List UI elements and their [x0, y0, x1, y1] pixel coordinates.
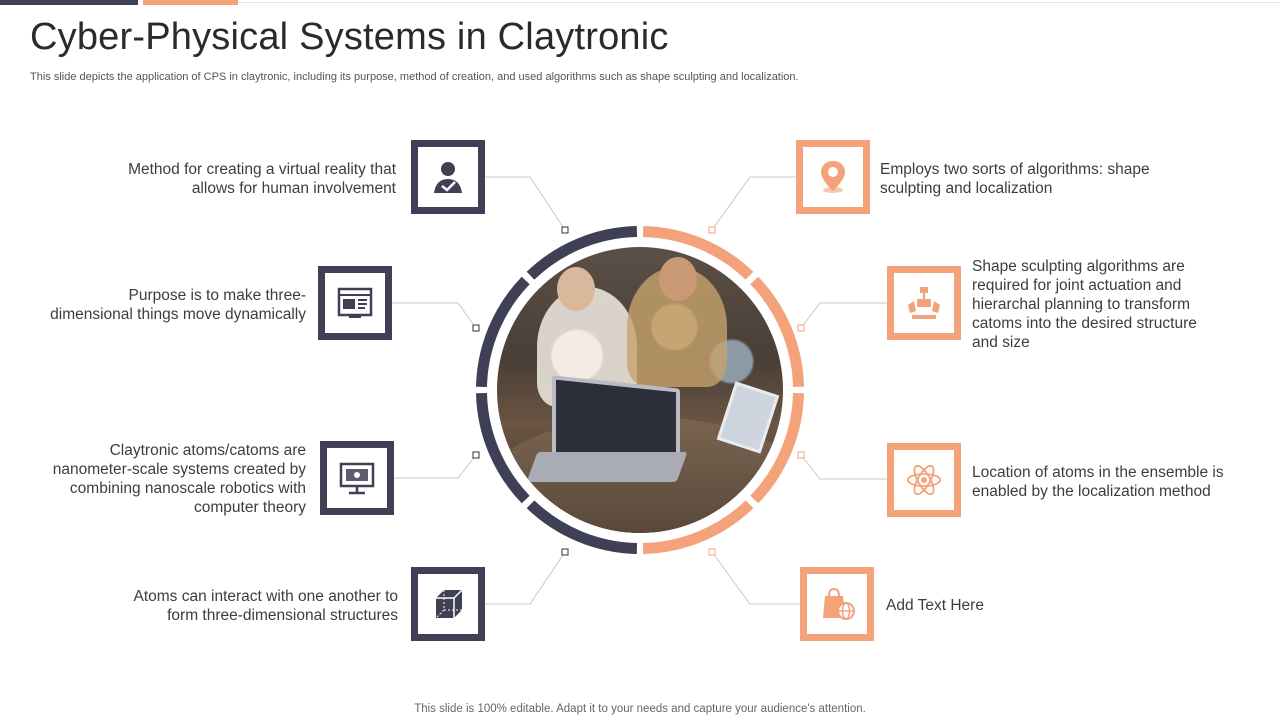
left-item-2-text: Purpose is to make three-dimensional thi… — [50, 287, 306, 323]
location-pin-icon — [796, 140, 870, 214]
right-item-4-text[interactable]: Add Text Here — [886, 597, 984, 614]
cube-icon — [411, 567, 485, 641]
top-accent-orange — [143, 0, 238, 5]
monitor-icon — [320, 441, 394, 515]
atom-icon — [887, 443, 961, 517]
left-item-1-text: Method for creating a virtual reality th… — [128, 161, 396, 197]
shopping-globe-icon — [800, 567, 874, 641]
page-title: Cyber-Physical Systems in Claytronic — [30, 16, 669, 58]
page-subtitle: This slide depicts the application of CP… — [30, 71, 799, 83]
robotic-arm-icon — [887, 266, 961, 340]
person-check-icon — [411, 140, 485, 214]
meeting-photo — [497, 247, 783, 533]
top-accent-dark — [0, 0, 138, 5]
footer-note: This slide is 100% editable. Adapt it to… — [414, 703, 866, 715]
top-divider — [238, 2, 1280, 3]
browser-window-icon — [318, 266, 392, 340]
